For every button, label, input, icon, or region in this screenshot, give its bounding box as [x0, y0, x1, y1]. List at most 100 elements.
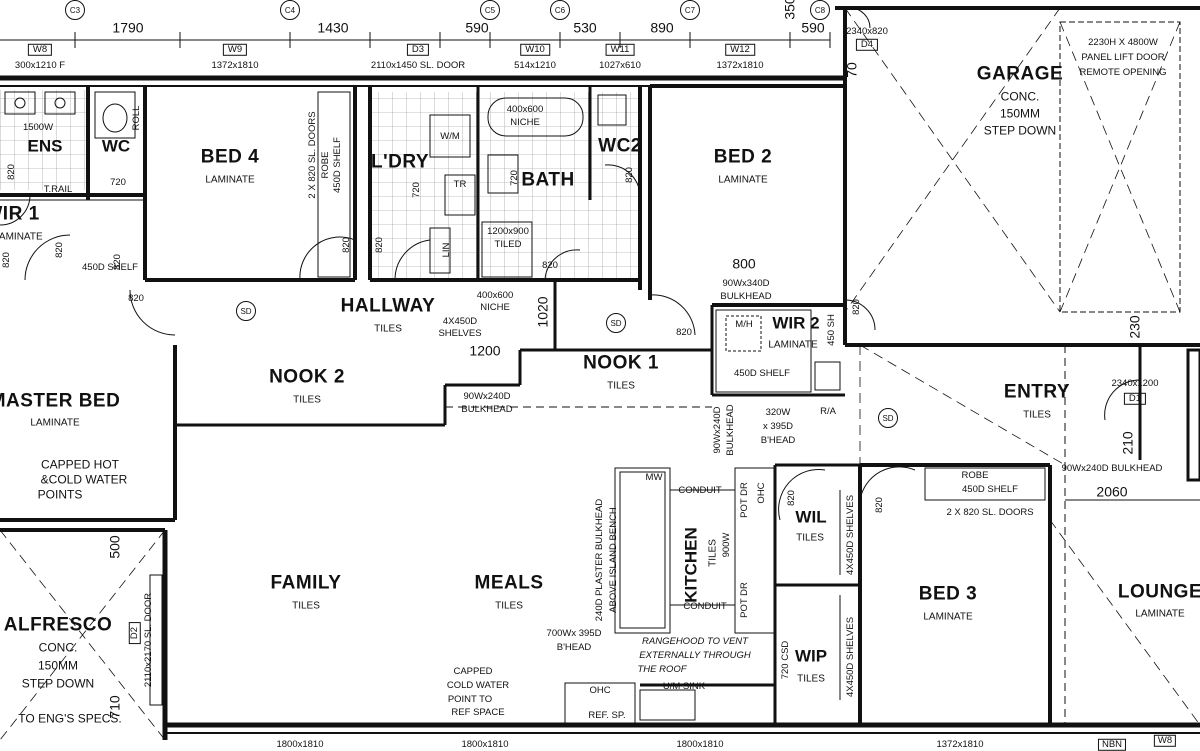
- dim-350: 350: [781, 0, 798, 20]
- door-d3-tag: D3: [406, 43, 430, 57]
- dim-1200: 1200: [469, 342, 501, 359]
- door-d2-tag: D2: [128, 621, 142, 645]
- tiled-b: TILED: [494, 238, 522, 250]
- room-wil-label: WIL: [795, 507, 827, 527]
- potdr-1: POT DR: [738, 482, 750, 518]
- eng-specs-note: TO ENG'S SPECS.: [18, 711, 122, 726]
- garage-finish-1: CONC.: [1000, 89, 1040, 104]
- wir1-shelf: 450D SHELF: [82, 261, 138, 273]
- room-wil-finish: TILES: [796, 532, 824, 544]
- capped-cold-2: COLD WATER: [446, 679, 510, 691]
- window-bottom-2: 1800x1810: [461, 738, 509, 750]
- room-wir2-finish: LAMINATE: [768, 339, 818, 351]
- dim-820-3: 820: [340, 237, 352, 253]
- alfresco-finish-2: 150MM: [37, 658, 79, 673]
- potdr-2: POT DR: [738, 582, 750, 618]
- smoke-detector-3: SD: [878, 408, 898, 428]
- window-w10-size: 514x1210: [514, 59, 556, 71]
- smoke-detector-2: SD: [606, 313, 626, 333]
- robe-bed4-a: ROBE: [319, 151, 331, 179]
- bulkhead-entry: 90Wx240D BULKHEAD: [1061, 462, 1163, 474]
- tile-ens: [0, 90, 88, 190]
- room-bed2-label: BED 2: [713, 146, 773, 168]
- room-lounge-label: LOUNGE: [1117, 581, 1200, 603]
- sh-note: 450 SH: [825, 314, 837, 346]
- room-wip-label: WIP: [794, 646, 828, 666]
- window-w9-tag: W9: [222, 43, 248, 57]
- marker-c3: C3: [65, 0, 85, 20]
- smoke-detector-1: SD: [236, 301, 256, 321]
- oven-note: 900W: [720, 532, 732, 558]
- capped-hot-1: CAPPED HOT: [40, 457, 120, 472]
- room-nook1-label: NOOK 1: [583, 352, 659, 374]
- rangehood-1: RANGEHOOD TO VENT: [642, 635, 748, 647]
- garage-door-note-3: REMOTE OPENING: [1079, 66, 1167, 78]
- room-wip-finish: TILES: [797, 673, 825, 685]
- niche-hall-b: NICHE: [480, 301, 510, 313]
- window-w10-tag: W10: [520, 43, 550, 57]
- niche-bath-b: NICHE: [510, 116, 540, 128]
- door-d1-size: 2340x1200: [1111, 377, 1159, 389]
- dim-720-ens: 720: [110, 176, 126, 188]
- robe-bed3-b: 450D SHELF: [962, 483, 1018, 495]
- wir2-shelf: 450D SHELF: [734, 367, 790, 379]
- bulkhead-wir2-b: BULKHEAD: [720, 290, 772, 302]
- room-ens-label: ENS: [27, 136, 63, 156]
- ref-space: REF. SP.: [588, 709, 626, 721]
- room-bath-label: BATH: [521, 169, 575, 191]
- bhead-320-c: B'HEAD: [760, 434, 796, 446]
- room-kitchen-label: KITCHEN: [681, 527, 701, 603]
- wil-shelves: 4X450D SHELVES: [844, 494, 856, 576]
- garage-door-note-1: 2230H X 4800W: [1088, 36, 1158, 48]
- capped-cold-4: REF SPACE: [451, 706, 505, 718]
- ohc-1: OHC: [755, 482, 767, 504]
- shelves-a: 4X450D: [442, 315, 478, 327]
- garage-finish-2: 150MM: [999, 106, 1041, 121]
- trail-note: T.RAIL: [43, 183, 73, 195]
- room-entry-label: ENTRY: [1003, 381, 1071, 403]
- niche-hall-a: 400x600: [476, 289, 514, 301]
- bulkhead-kitchen-a: 90Wx240D: [711, 406, 723, 454]
- room-meals-label: MEALS: [474, 572, 544, 594]
- mw-note: MW: [645, 471, 663, 483]
- door-d4-size: 2340x820: [846, 25, 888, 37]
- dim-720-3: 720: [508, 170, 520, 186]
- room-bed2-finish: LAMINATE: [718, 174, 768, 186]
- window-w8-size: 300x1210 F: [14, 59, 66, 71]
- dim-530: 530: [573, 19, 597, 36]
- um-sink: U/M SINK: [662, 680, 706, 692]
- capped-cold-3: POINT TO: [447, 693, 493, 705]
- room-master-label: MASTER BED: [0, 390, 121, 412]
- dim-820-2: 820: [53, 242, 65, 258]
- window-nbn-tag: NBN: [1097, 738, 1127, 751]
- heater-note: 1500W: [22, 121, 54, 133]
- bulkhead-bench-a: 240D PLASTER BULKHEAD: [593, 498, 605, 622]
- capped-hot-2: &COLD WATER: [40, 472, 128, 487]
- bhead-320-a: 320W: [765, 406, 791, 418]
- bulkhead-bench-b: ABOVE ISLAND BENCH: [607, 507, 619, 613]
- dim-70: 70: [843, 62, 860, 78]
- rangehood-3: THE ROOF: [637, 663, 687, 675]
- bhead-700-b: B'HEAD: [556, 641, 592, 653]
- tr-note: TR: [453, 178, 467, 190]
- marker-c6: C6: [550, 0, 570, 20]
- dim-820-6: 820: [623, 167, 635, 183]
- bhead-700-a: 700Wx 395D: [546, 627, 602, 639]
- room-kitchen-finish: TILES: [707, 539, 719, 567]
- dim-820-5: 820: [542, 259, 558, 271]
- dim-820-11: 820: [785, 490, 797, 506]
- window-w9-size: 1372x1810: [211, 59, 259, 71]
- window-w11-tag: W11: [605, 43, 635, 57]
- bulkhead-wir2-a: 90Wx340D: [722, 277, 770, 289]
- dim-230: 230: [1126, 315, 1143, 339]
- window-w8-tag: W8: [27, 43, 53, 57]
- dim-1020: 1020: [534, 296, 551, 328]
- dim-2060: 2060: [1096, 483, 1128, 500]
- room-wir1-finish: LAMINATE: [0, 231, 43, 243]
- bed3-doors-note: 2 X 820 SL. DOORS: [946, 506, 1034, 518]
- dim-1790: 1790: [112, 19, 144, 36]
- door-d4-tag: D4: [855, 38, 879, 52]
- dim-820-9: 820: [128, 292, 144, 304]
- tiled-a: 1200x900: [487, 225, 529, 237]
